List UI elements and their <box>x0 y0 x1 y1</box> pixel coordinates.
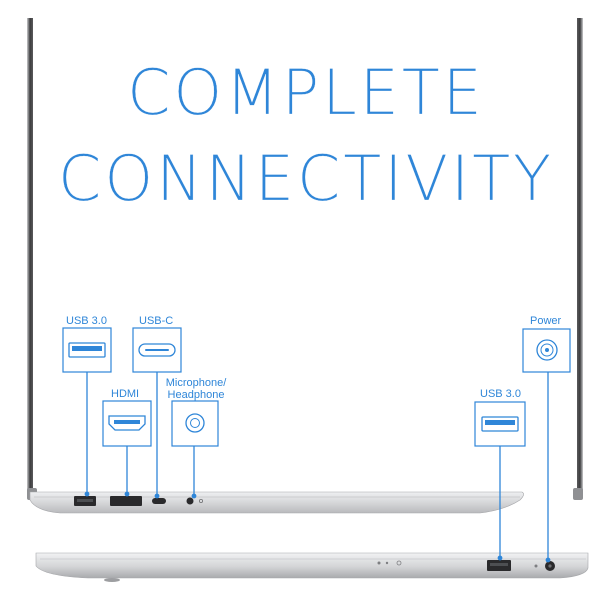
callout-dot-usbc <box>154 493 160 499</box>
label-microphone-headphone: Microphone/ Headphone <box>160 377 232 401</box>
usb-port-left-tongue <box>77 499 93 502</box>
status-led-3 <box>396 560 402 566</box>
callout-dot-audio <box>191 493 197 499</box>
label-hdmi: HDMI <box>111 388 140 400</box>
hdmi-port <box>110 496 142 506</box>
audio-jack-symbol <box>198 498 203 503</box>
callout-dot-hdmi <box>124 491 130 497</box>
callout-lines <box>86 372 549 560</box>
label-usb3-right: USB 3.0 <box>480 388 521 400</box>
callout-dot-usb-left <box>84 491 90 497</box>
label-usbc: USB-C <box>139 315 174 327</box>
audio-jack-port <box>186 497 194 505</box>
headline-line-1: COMPLETE <box>127 56 485 129</box>
screen-left-edge <box>27 18 33 492</box>
label-headphone: Headphone <box>167 389 225 401</box>
usb-port-right-tongue <box>490 563 508 566</box>
usb-a-icon-right-tongue <box>485 420 515 425</box>
rubber-foot <box>104 578 120 582</box>
callout-dots <box>84 491 551 563</box>
power-jack-pin <box>548 564 552 568</box>
label-usb3-left: USB 3.0 <box>66 315 107 327</box>
power-led <box>534 564 538 568</box>
status-led-2 <box>385 561 389 565</box>
usb-c-icon-tongue <box>145 349 169 351</box>
headline-line-2: CONNECTIVITY <box>58 142 554 215</box>
usb-a-icon-tongue <box>72 346 102 351</box>
power-jack-icon-pin <box>545 348 549 352</box>
hdmi-icon-tongue <box>114 420 140 424</box>
label-microphone: Microphone/ <box>165 377 227 389</box>
status-led-1 <box>377 561 381 565</box>
laptop-base-upper <box>29 491 524 514</box>
hinge-right <box>573 488 583 500</box>
callout-dot-power <box>545 557 551 563</box>
screen-right-edge <box>577 18 583 492</box>
label-power: Power <box>530 315 562 327</box>
usbc-port <box>152 498 166 504</box>
headphone-jack-icon-inner <box>190 418 200 428</box>
callout-dot-usb-right <box>497 555 503 561</box>
